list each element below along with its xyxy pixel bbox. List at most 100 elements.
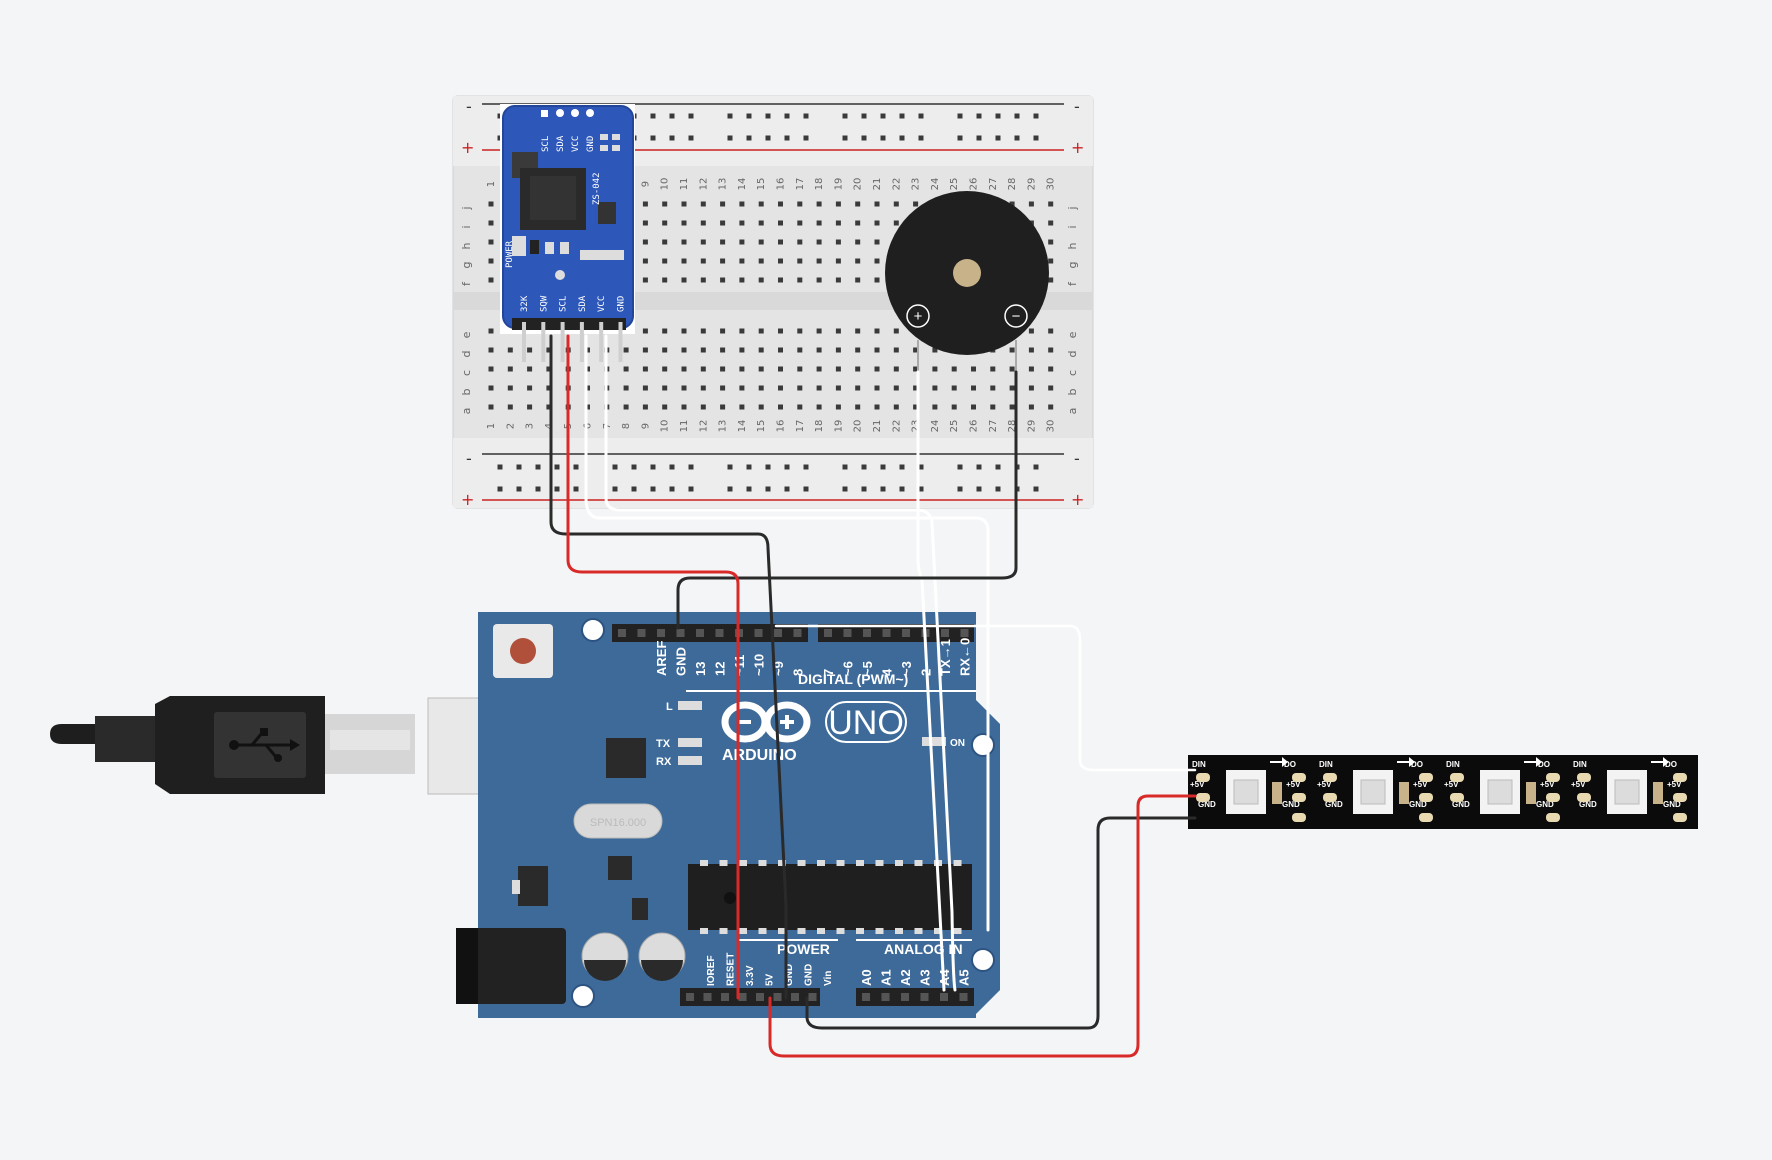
header-socket[interactable] [808, 993, 817, 1001]
wire-black-rtc-gnd[interactable] [549, 334, 788, 1000]
rail-hole[interactable] [746, 113, 752, 119]
breadboard-hole[interactable] [758, 366, 764, 372]
breadboard-hole[interactable] [681, 366, 687, 372]
rail-hole[interactable] [1033, 135, 1039, 141]
breadboard-hole[interactable] [662, 328, 668, 334]
rail-hole[interactable] [842, 135, 848, 141]
breadboard-hole[interactable] [642, 220, 648, 226]
breadboard-hole[interactable] [546, 385, 552, 391]
breadboard-hole[interactable] [951, 404, 957, 410]
rail-hole[interactable] [554, 486, 560, 492]
reset-button-cap[interactable] [510, 638, 536, 664]
breadboard-hole[interactable] [720, 220, 726, 226]
breadboard-hole[interactable] [720, 366, 726, 372]
rail-hole[interactable] [669, 135, 675, 141]
breadboard-hole[interactable] [720, 385, 726, 391]
rail-hole[interactable] [995, 135, 1001, 141]
rail-hole[interactable] [669, 464, 675, 470]
breadboard-hole[interactable] [739, 366, 745, 372]
breadboard-hole[interactable] [1048, 239, 1054, 245]
breadboard-hole[interactable] [546, 366, 552, 372]
rail-hole[interactable] [669, 113, 675, 119]
breadboard-hole[interactable] [739, 220, 745, 226]
breadboard-hole[interactable] [546, 347, 552, 353]
breadboard-hole[interactable] [816, 404, 822, 410]
rail-hole[interactable] [765, 464, 771, 470]
breadboard-hole[interactable] [720, 277, 726, 283]
breadboard-hole[interactable] [778, 201, 783, 207]
breadboard-hole[interactable] [797, 220, 803, 226]
breadboard-hole[interactable] [835, 277, 841, 283]
rail-hole[interactable] [861, 113, 867, 119]
breadboard-hole[interactable] [1048, 277, 1054, 283]
wire-black-strip-gnd[interactable] [805, 816, 1197, 1030]
breadboard-hole[interactable] [855, 385, 861, 391]
breadboard-hole[interactable] [816, 328, 822, 334]
breadboard-hole[interactable] [855, 258, 861, 264]
rail-hole[interactable] [899, 113, 905, 119]
rail-hole[interactable] [957, 113, 963, 119]
breadboard-hole[interactable] [488, 220, 494, 226]
breadboard-hole[interactable] [778, 239, 783, 245]
breadboard-hole[interactable] [758, 347, 764, 353]
breadboard-hole[interactable] [913, 385, 919, 391]
breadboard-hole[interactable] [507, 404, 513, 410]
breadboard-hole[interactable] [816, 258, 822, 264]
rail-hole[interactable] [669, 486, 675, 492]
breadboard-hole[interactable] [758, 239, 764, 245]
breadboard-hole[interactable] [662, 385, 668, 391]
breadboard-hole[interactable] [835, 258, 841, 264]
breadboard-hole[interactable] [797, 328, 803, 334]
breadboard-hole[interactable] [488, 366, 494, 372]
breadboard-hole[interactable] [874, 258, 880, 264]
breadboard-hole[interactable] [488, 385, 494, 391]
rail-hole[interactable] [899, 464, 905, 470]
rail-hole[interactable] [918, 486, 924, 492]
breadboard-hole[interactable] [797, 366, 803, 372]
breadboard-hole[interactable] [855, 404, 861, 410]
header-socket[interactable] [862, 993, 870, 1001]
breadboard-hole[interactable] [874, 201, 880, 207]
breadboard-hole[interactable] [913, 347, 919, 353]
breadboard-hole[interactable] [700, 258, 706, 264]
breadboard-hole[interactable] [778, 385, 783, 391]
rail-hole[interactable] [995, 113, 1001, 119]
breadboard-hole[interactable] [720, 328, 726, 334]
breadboard-hole[interactable] [642, 385, 648, 391]
rail-hole[interactable] [880, 135, 886, 141]
breadboard-hole[interactable] [1028, 385, 1034, 391]
breadboard-hole[interactable] [893, 220, 899, 226]
breadboard-hole[interactable] [681, 201, 687, 207]
wire-black-buzzer-gnd[interactable] [676, 370, 1018, 630]
breadboard-hole[interactable] [1009, 366, 1015, 372]
piezo-buzzer[interactable]: + − [885, 191, 1049, 372]
breadboard-hole[interactable] [971, 404, 976, 410]
header-socket[interactable] [721, 993, 729, 1001]
rail-hole[interactable] [861, 486, 867, 492]
breadboard-hole[interactable] [816, 201, 822, 207]
breadboard-hole[interactable] [642, 239, 648, 245]
breadboard-hole[interactable] [642, 258, 648, 264]
rtc-header-pin[interactable] [560, 322, 565, 362]
breadboard-hole[interactable] [527, 385, 533, 391]
rail-hole[interactable] [861, 135, 867, 141]
breadboard-hole[interactable] [797, 385, 803, 391]
breadboard-hole[interactable] [758, 328, 764, 334]
rail-hole[interactable] [918, 113, 924, 119]
rtc-header-pin[interactable] [541, 322, 546, 362]
breadboard-hole[interactable] [488, 239, 494, 245]
breadboard-hole[interactable] [874, 404, 880, 410]
header-socket[interactable] [920, 993, 929, 1001]
header-socket[interactable] [901, 993, 909, 1001]
breadboard-hole[interactable] [855, 220, 861, 226]
breadboard-hole[interactable] [778, 404, 783, 410]
rail-hole[interactable] [1033, 486, 1039, 492]
breadboard-hole[interactable] [1048, 404, 1054, 410]
breadboard-hole[interactable] [642, 404, 648, 410]
rail-hole[interactable] [688, 135, 694, 141]
breadboard-hole[interactable] [797, 258, 803, 264]
header-socket[interactable] [703, 993, 712, 1001]
breadboard-hole[interactable] [739, 328, 745, 334]
breadboard-hole[interactable] [990, 404, 996, 410]
